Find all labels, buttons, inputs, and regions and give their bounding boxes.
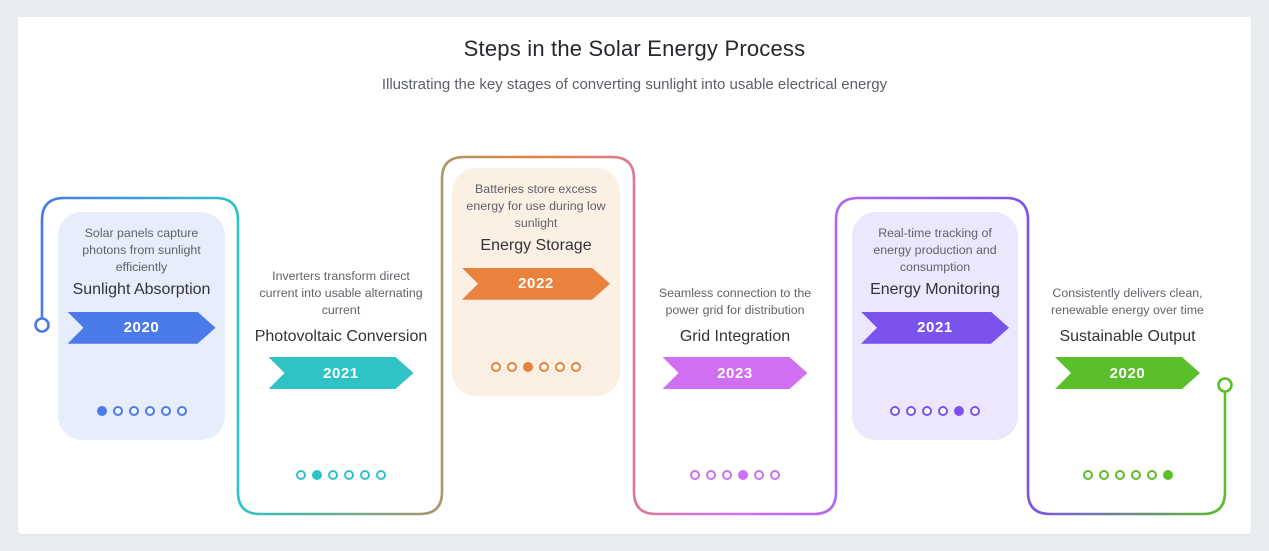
progress-dot[interactable] <box>1130 470 1141 480</box>
year-arrow-banner: 2020 <box>68 312 216 344</box>
progress-dots <box>852 406 1018 416</box>
progress-dot[interactable] <box>160 406 171 416</box>
progress-dot[interactable] <box>890 406 900 416</box>
progress-dot[interactable] <box>507 362 517 372</box>
step-card-energy-monitoring: Real-time tracking of energy production … <box>852 212 1018 440</box>
progress-dot[interactable] <box>1082 470 1093 480</box>
progress-dot[interactable] <box>922 406 932 416</box>
progress-dot[interactable] <box>144 406 155 416</box>
progress-dot-active[interactable] <box>523 362 533 372</box>
year-arrow-banner: 2021 <box>861 312 1009 344</box>
progress-dot[interactable] <box>906 406 916 416</box>
progress-dots <box>452 362 620 372</box>
step-description: Batteries store excess energy for use du… <box>466 182 606 230</box>
step-card-grid-integration: Seamless connection to the power grid fo… <box>636 240 834 515</box>
step-description: Consistently delivers clean, renewable e… <box>1051 286 1204 318</box>
progress-dot[interactable] <box>328 470 338 480</box>
step-title: Sustainable Output <box>1059 328 1196 346</box>
progress-dot[interactable] <box>770 470 780 480</box>
step-description: Real-time tracking of energy production … <box>873 226 997 274</box>
step-card-photovoltaic-conversion: Inverters transform direct current into … <box>240 240 442 515</box>
progress-dot[interactable] <box>296 470 306 480</box>
progress-dot[interactable] <box>706 470 716 480</box>
progress-dot[interactable] <box>112 406 123 416</box>
progress-dot[interactable] <box>539 362 549 372</box>
step-title: Energy Storage <box>480 236 592 254</box>
progress-dot[interactable] <box>1098 470 1109 480</box>
year-label: 2020 <box>123 319 160 337</box>
progress-dot[interactable] <box>722 470 732 480</box>
progress-dot[interactable] <box>938 406 948 416</box>
year-arrow-banner: 2021 <box>269 357 414 389</box>
step-title: Grid Integration <box>679 328 791 346</box>
progress-dot[interactable] <box>1146 470 1157 480</box>
year-label: 2022 <box>518 275 554 293</box>
year-label: 2023 <box>717 364 753 382</box>
year-arrow-banner: 2023 <box>663 357 808 389</box>
progress-dot-active[interactable] <box>738 470 748 480</box>
progress-dot[interactable] <box>970 406 980 416</box>
progress-dot-active[interactable] <box>1162 470 1173 480</box>
year-arrow-banner: 2022 <box>462 268 610 300</box>
progress-dot[interactable] <box>555 362 565 372</box>
progress-dots <box>240 470 442 480</box>
year-label: 2021 <box>917 319 953 337</box>
progress-dot-active[interactable] <box>96 406 107 416</box>
progress-dots <box>1032 470 1223 480</box>
step-title: Photovoltaic Conversion <box>254 328 428 346</box>
progress-dot[interactable] <box>754 470 764 480</box>
progress-dot[interactable] <box>176 406 187 416</box>
step-card-sustainable-output: Consistently delivers clean, renewable e… <box>1032 240 1223 515</box>
progress-dot[interactable] <box>690 470 700 480</box>
progress-dot[interactable] <box>491 362 501 372</box>
progress-dot[interactable] <box>360 470 370 480</box>
page-title: Steps in the Solar Energy Process <box>463 36 806 61</box>
progress-dot-active[interactable] <box>954 406 964 416</box>
year-label: 2020 <box>1109 364 1146 382</box>
step-card-sunlight-absorption: Solar panels capture photons from sunlig… <box>58 212 225 440</box>
progress-dot[interactable] <box>1114 470 1125 480</box>
progress-dot[interactable] <box>571 362 581 372</box>
progress-dot[interactable] <box>128 406 139 416</box>
header: Steps in the Solar Energy Process Illust… <box>0 36 1269 93</box>
page-subtitle: Illustrating the key stages of convertin… <box>381 76 888 93</box>
progress-dot[interactable] <box>344 470 354 480</box>
progress-dot[interactable] <box>376 470 386 480</box>
step-card-energy-storage: Batteries store excess energy for use du… <box>452 168 620 396</box>
step-description: Solar panels capture photons from sunlig… <box>82 226 201 274</box>
step-title: Sunlight Absorption <box>72 280 211 298</box>
step-title: Energy Monitoring <box>870 280 1000 298</box>
progress-dots <box>58 406 225 416</box>
step-description: Seamless connection to the power grid fo… <box>658 286 812 318</box>
progress-dot-active[interactable] <box>312 470 322 480</box>
progress-dots <box>636 470 834 480</box>
year-label: 2021 <box>323 364 359 382</box>
year-arrow-banner: 2020 <box>1055 357 1200 389</box>
step-description: Inverters transform direct current into … <box>259 269 423 318</box>
